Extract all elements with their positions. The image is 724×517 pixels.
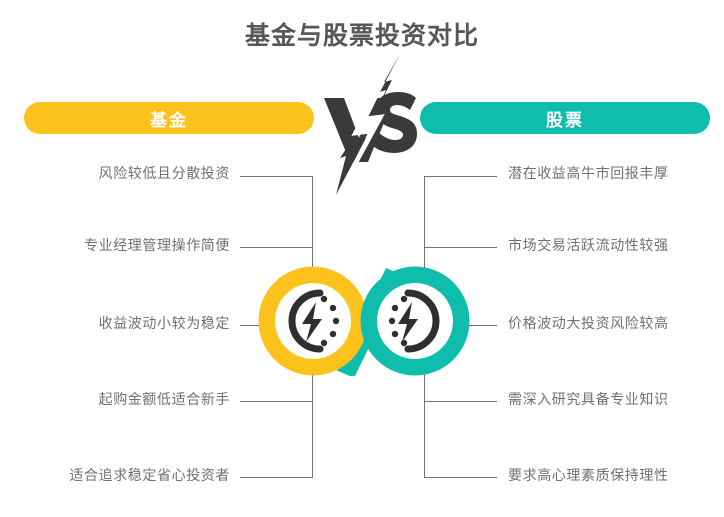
fund-branch-1 <box>240 176 313 178</box>
stock-feature-2: 市场交易活跃流动性较强 <box>508 237 669 253</box>
fund-feature-2: 专业经理管理操作简便 <box>84 237 230 253</box>
fund-header-pill: 基金 <box>24 102 314 134</box>
stock-feature-1: 潜在收益高牛市回报丰厚 <box>508 165 669 181</box>
fund-feature-4: 起购金额低适合新手 <box>98 391 230 407</box>
fund-feature-1: 风险较低且分散投资 <box>98 165 230 181</box>
vs-lightning-bolt-icon <box>324 51 417 198</box>
fund-header-label: 基金 <box>150 110 188 130</box>
fund-branch-4 <box>240 401 313 403</box>
fund-ring <box>258 266 368 376</box>
stock-feature-4: 需深入研究具备专业知识 <box>508 391 669 407</box>
stock-header-label: 股票 <box>546 110 584 130</box>
fund-branch-5 <box>240 477 313 479</box>
stock-branch-5 <box>424 477 497 479</box>
stock-feature-3: 价格波动大投资风险较高 <box>508 315 669 331</box>
fund-lightning-gauge-icon <box>288 289 340 353</box>
stock-branch-1 <box>424 176 497 178</box>
stock-ring <box>360 266 470 376</box>
fund-feature-3: 收益波动小较为稳定 <box>98 315 230 331</box>
stock-branch-2 <box>424 247 497 249</box>
vs-badge <box>318 51 418 198</box>
page-title: 基金与股票投资对比 <box>244 22 479 50</box>
stock-branch-4 <box>424 401 497 403</box>
stock-header-pill: 股票 <box>420 102 710 134</box>
dual-circle-emblem <box>258 266 470 378</box>
stock-feature-5: 要求高心理素质保持理性 <box>508 467 669 483</box>
center-emblem <box>258 266 470 378</box>
fund-branch-2 <box>240 247 313 249</box>
stock-lightning-gauge-icon <box>388 289 440 353</box>
stock-branch-3 <box>447 325 497 327</box>
fund-feature-5: 适合追求稳定省心投资者 <box>69 467 230 483</box>
